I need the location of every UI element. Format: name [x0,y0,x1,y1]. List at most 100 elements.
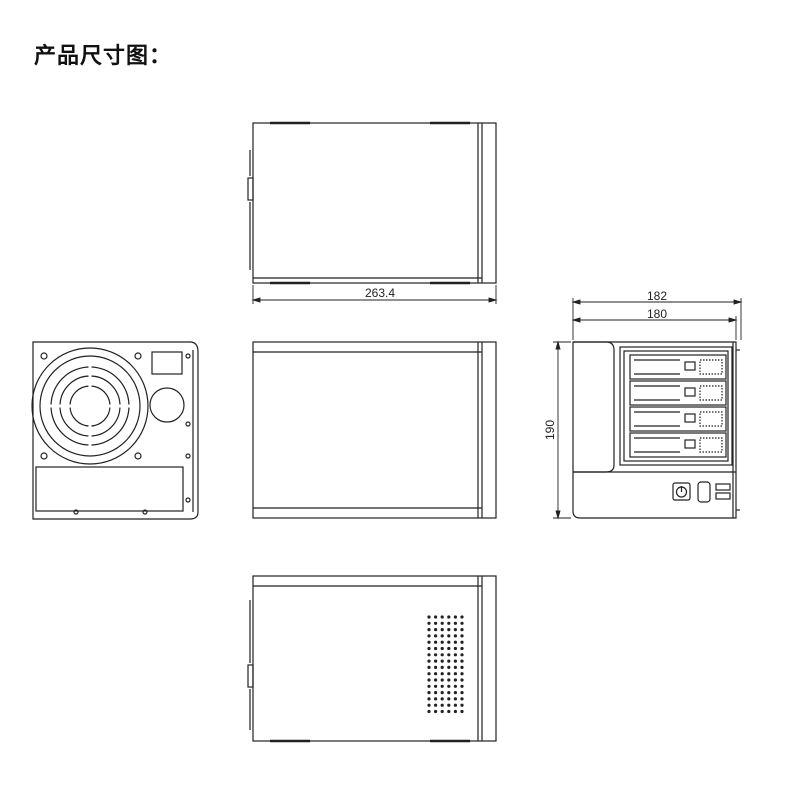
length-dimension [251,285,498,304]
vent-hole [460,665,464,670]
vent-hole [427,691,431,695]
vent-hole [434,703,438,707]
vent-hole [460,672,464,676]
vent-hole [447,697,451,701]
vent-hole [427,615,431,619]
vent-hole [434,684,438,688]
vent-hole [427,628,431,632]
vent-hole [460,615,464,619]
vent-hole [460,628,464,632]
vent-hole [440,665,444,670]
vent-hole [453,646,457,651]
vent-hole [440,615,444,619]
vent-hole [447,684,451,688]
vent-hole [453,640,457,644]
vent-hole [434,659,438,663]
side-view-left [252,341,497,519]
vent-hole [440,691,444,695]
vent-hole [447,709,451,714]
vent-hole [427,665,431,670]
width-outer-label: 182 [647,289,667,303]
bottom-view [247,575,497,743]
reset-button-icon [697,481,711,503]
vent-hole [440,646,444,651]
vent-hole [440,684,444,688]
top-view [247,121,497,285]
vent-hole [447,665,451,670]
rear-view [31,341,199,520]
vent-hole [447,634,451,638]
vent-hole [447,621,451,625]
vent-hole [447,678,451,682]
vent-hole [447,672,451,676]
vent-hole [453,659,457,663]
vent-hole [447,653,451,657]
vent-hole [440,709,444,714]
vent-hole [460,691,464,695]
vent-hole [460,678,464,682]
vent-hole [434,709,438,714]
vent-hole [434,621,438,625]
vent-hole [440,640,444,644]
vent-hole [434,634,438,638]
vent-hole [427,697,431,701]
vent-hole [434,646,438,651]
vent-hole [453,615,457,619]
vent-hole [460,709,464,714]
vent-hole [460,653,464,657]
vent-hole [447,615,451,619]
vent-hole [427,659,431,663]
vent-hole [460,646,464,651]
vent-hole [460,621,464,625]
vent-hole [460,640,464,644]
vent-hole [453,628,457,632]
vent-hole [460,634,464,638]
height-label: 190 [543,420,557,440]
width-dimensions [571,298,743,340]
vent-hole [434,678,438,682]
vent-hole [447,628,451,632]
vent-hole [434,628,438,632]
vent-hole [453,678,457,682]
vent-hole [453,697,457,701]
usb-port-icon [715,483,731,500]
vent-hole [440,703,444,707]
vent-hole [427,640,431,644]
vent-hole [434,697,438,701]
vent-hole [447,703,451,707]
vent-hole [440,628,444,632]
vent-hole [453,684,457,688]
vent-hole [427,684,431,688]
vent-hole [427,709,431,714]
vent-hole [434,691,438,695]
vent-hole [453,634,457,638]
vent-hole [460,659,464,663]
vent-hole [440,678,444,682]
vent-hole [460,697,464,701]
vent-hole [447,646,451,651]
vent-hole [434,640,438,644]
vent-hole [440,672,444,676]
vent-hole [440,659,444,663]
vent-holes [427,615,464,714]
vent-hole [447,691,451,695]
vent-hole [434,653,438,657]
vent-hole [453,653,457,657]
vent-hole [440,621,444,625]
vent-hole [453,691,457,695]
vent-hole [440,634,444,638]
vent-hole [434,615,438,619]
vent-hole [427,703,431,707]
vent-hole [440,653,444,657]
length-label: 263.4 [365,286,395,300]
vent-hole [427,646,431,651]
vent-hole [434,672,438,676]
vent-hole [427,678,431,682]
vent-hole [453,621,457,625]
vent-hole [427,634,431,638]
vent-hole [447,659,451,663]
height-dimension [553,340,571,520]
vent-hole [453,709,457,714]
page-title: 产品尺寸图： [34,44,173,69]
